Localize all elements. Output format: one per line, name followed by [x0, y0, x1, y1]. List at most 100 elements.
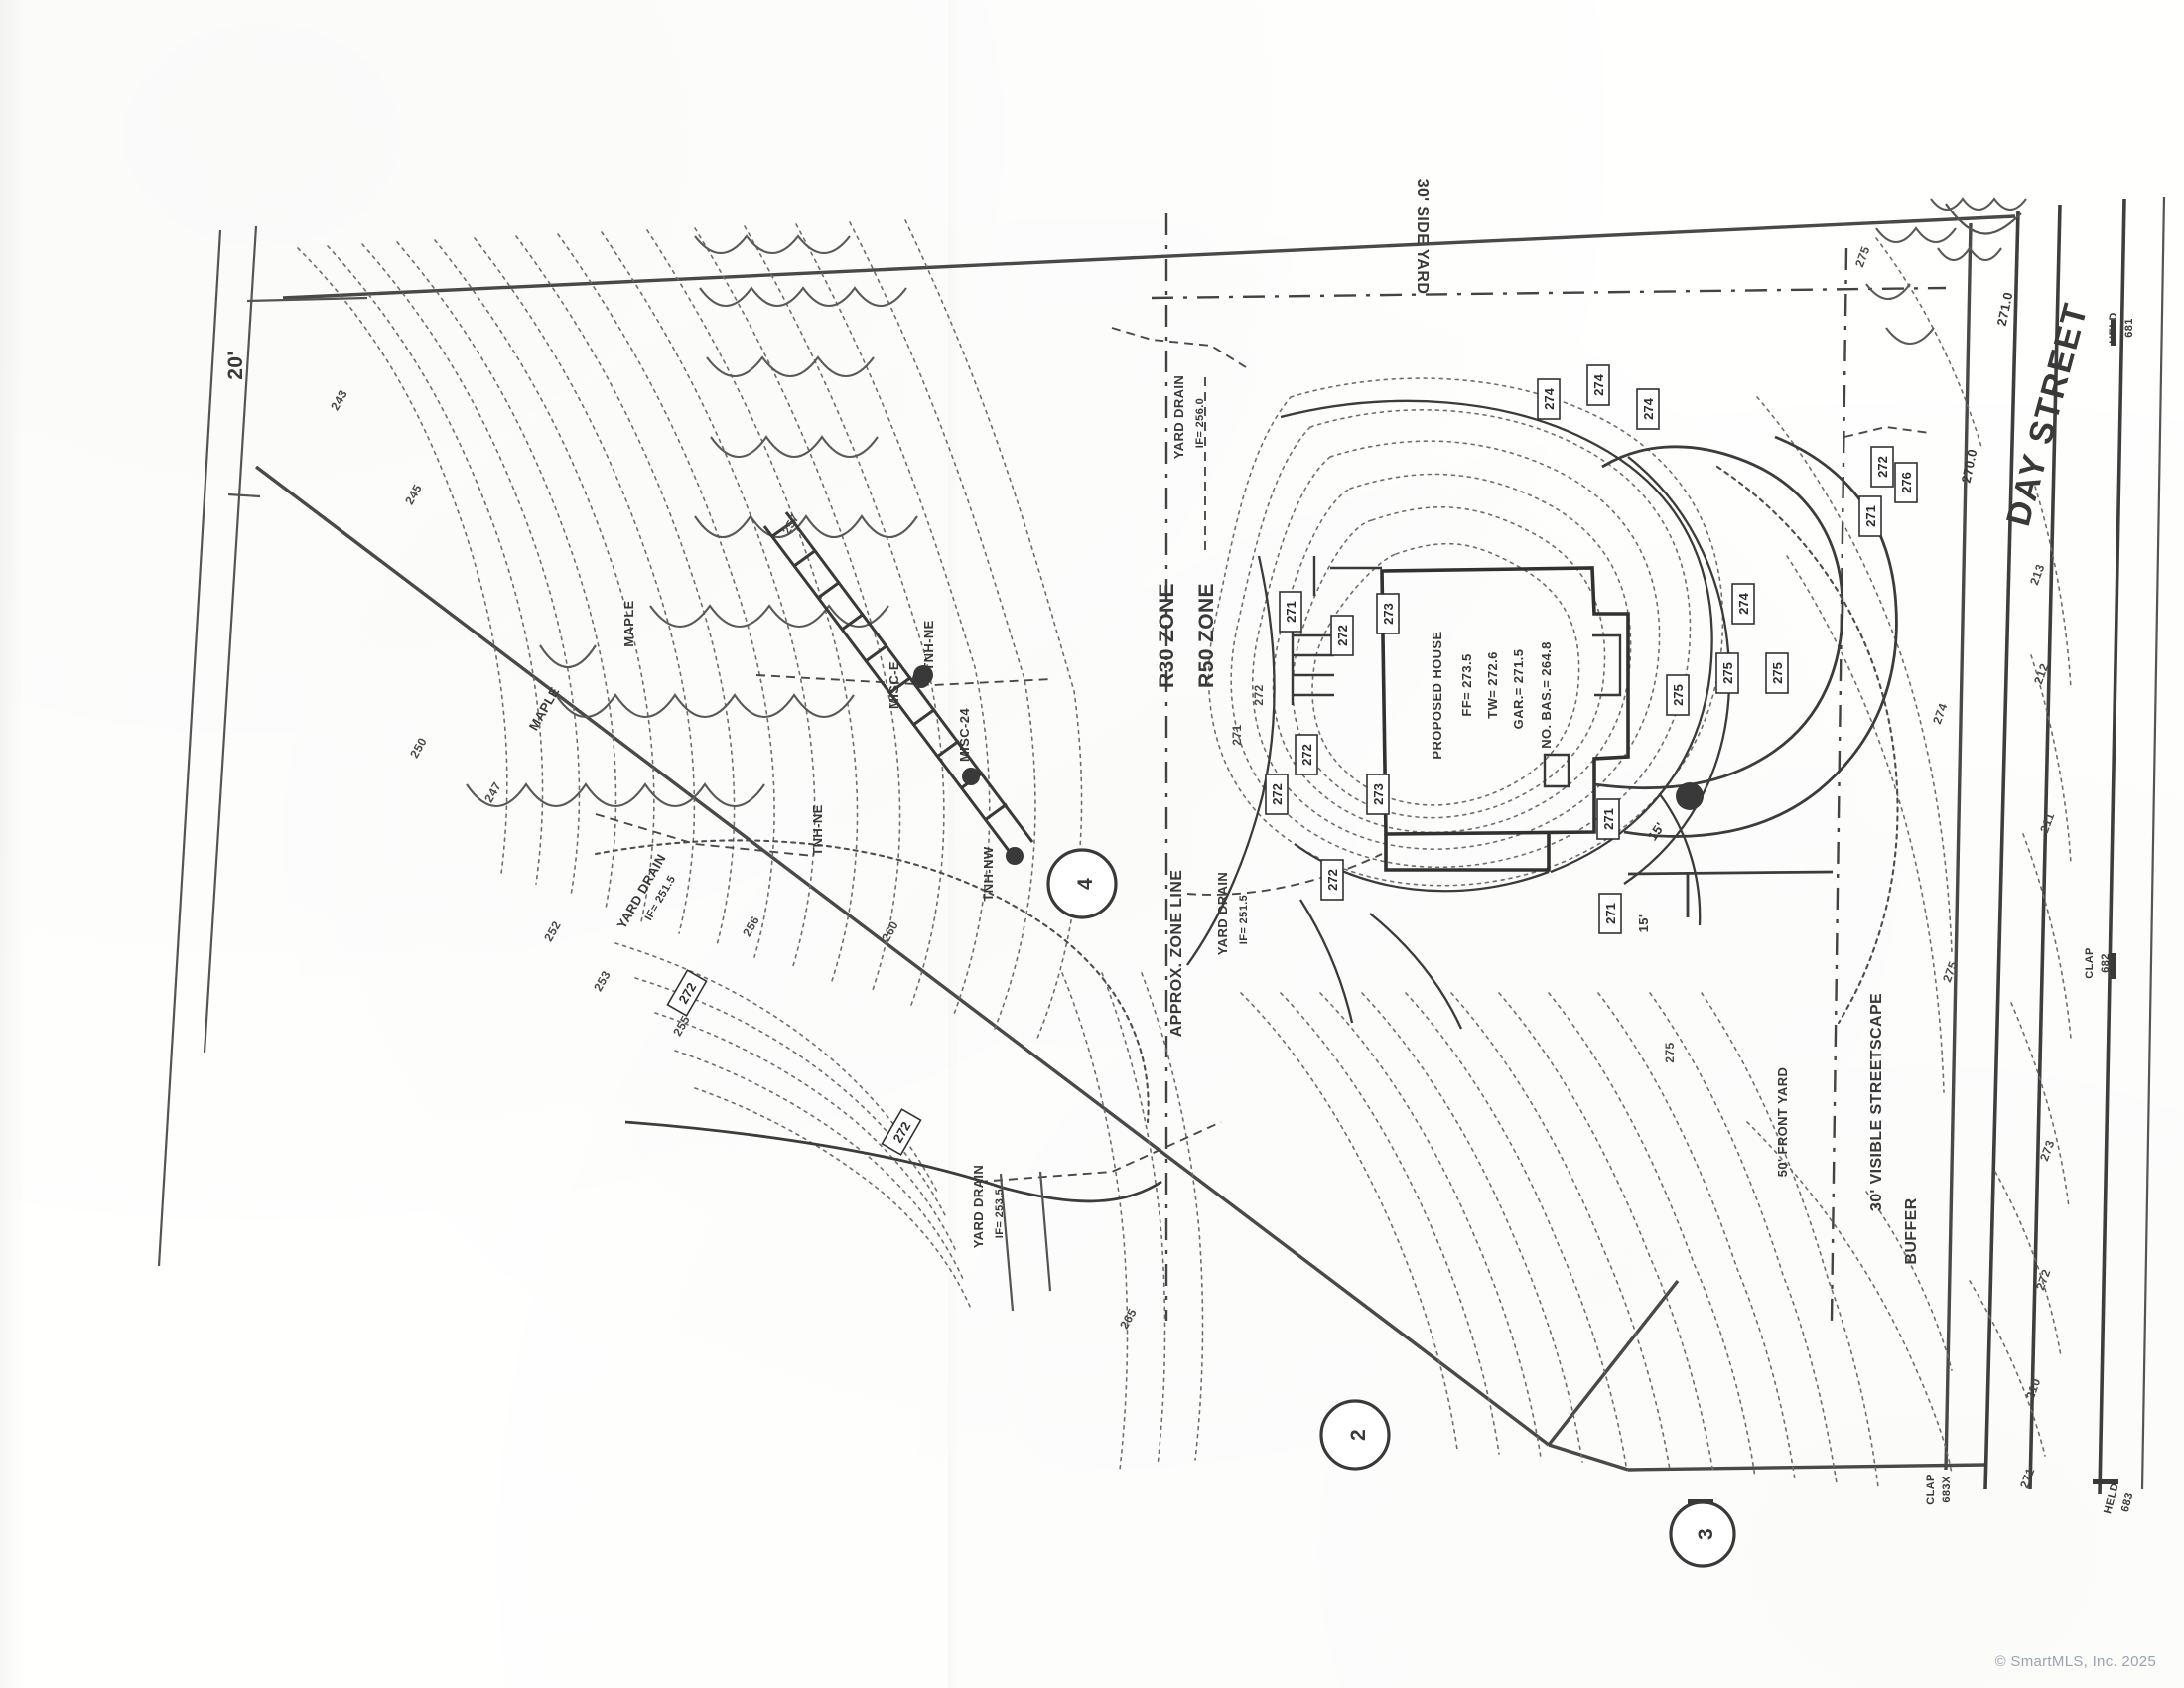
spot-elev: 271 — [1603, 903, 1618, 924]
tree-label-maple-2: MAPLE — [526, 684, 563, 733]
day-street-roadway — [1945, 196, 2166, 1495]
spot-elev: 275 — [1770, 662, 1785, 684]
yard-drain-callout-1: YARD DRAIN IF= 251.5 — [1215, 872, 1250, 955]
spot-elev: 275 — [1671, 684, 1686, 706]
monument-held-683: HELD 683 — [2102, 1481, 2135, 1515]
proposed-house-footprint — [1291, 435, 1898, 917]
building-spec-tw: TW= 272.6 — [1485, 651, 1500, 719]
grading-limit-arc — [594, 465, 1899, 1124]
contour-label: 211 — [2037, 811, 2057, 835]
yard-drain-invert: IF= 253.5 — [994, 1189, 1006, 1238]
spot-elevation-markers: 271 272 272 272 272 273 273 274 274 274 … — [666, 364, 1918, 1156]
monument-label: CLAP — [1925, 1474, 1937, 1505]
spot-elev: 274 — [1542, 387, 1557, 409]
monument-id: 681 — [2123, 318, 2135, 338]
contour-lines — [297, 219, 2072, 1488]
contour-label: 274 — [1930, 701, 1950, 726]
spot-elev: 272 — [1875, 456, 1890, 478]
lot-number-4: 4 — [1046, 848, 1118, 919]
tree-label-maple-1: MAPLE — [621, 600, 636, 647]
contour-label: 255 — [670, 1013, 693, 1038]
contour-label: 256 — [740, 914, 762, 938]
contour-label: 243 — [328, 387, 350, 412]
tree-label-misc-e: MISC-E — [887, 661, 901, 709]
zone-label-r30: R30 ZONE — [1156, 583, 1178, 688]
tree-canopy-line — [466, 197, 2027, 808]
dimension-270: 270.0 — [1959, 448, 1980, 485]
contour-label: 275 — [1852, 244, 1872, 269]
spot-elev: 271 — [1284, 601, 1298, 623]
copyright-watermark: © SmartMLS, Inc. 2025 — [1994, 1653, 2156, 1670]
monument-clap-682: CLAP 682 — [2084, 947, 2112, 979]
lot-number-label: 3 — [1695, 1528, 1717, 1540]
setback-front-yard-label: 50' FRONT YARD — [1775, 1067, 1790, 1178]
tree-label-misc-24: MISC-24 — [957, 708, 972, 762]
contour-label: 275 — [1663, 1042, 1677, 1062]
spot-elev: 272 — [1270, 783, 1285, 805]
monument-id: 683X — [1941, 1476, 1953, 1503]
contour-label: 245 — [402, 482, 425, 506]
dimension-15b: 15' — [1636, 914, 1651, 933]
lot-number-3: 3 — [1669, 1500, 1736, 1568]
zone-label-r50: R50 ZONE — [1195, 583, 1218, 688]
setback-lines — [1151, 213, 1947, 1322]
setback-side-yard-label: 30' SIDE YARD — [1414, 179, 1431, 295]
spot-elev: 274 — [1641, 397, 1656, 419]
spot-elev: 275 — [1720, 662, 1735, 684]
contour-label: 271 — [1230, 724, 1244, 745]
driveway — [624, 1120, 1162, 1312]
contour-label: 272 — [2033, 1267, 2053, 1292]
contour-label: 213 — [2027, 562, 2047, 587]
monument-label: CLAP — [2084, 947, 2096, 979]
yard-drain-callout-3: YARD DRAIN IF= 256.0 — [1171, 375, 1206, 459]
contour-label: 275 — [1940, 959, 1960, 984]
monument-marks — [913, 320, 2118, 1504]
building-spec-bas: NO. BAS.= 264.8 — [1539, 641, 1554, 749]
yard-drain-callout-2: YARD DRAIN IF= 253.5 — [971, 1165, 1006, 1248]
monument-clap-683x: CLAP 683X — [1925, 1474, 1953, 1505]
contour-label: 273 — [2037, 1138, 2057, 1163]
lot-number-label: 4 — [1074, 878, 1097, 890]
spot-elev: 271 — [1601, 808, 1616, 830]
contour-label: 253 — [591, 968, 614, 993]
spot-elev: 271 — [1863, 505, 1878, 527]
monument-id: 682 — [2100, 953, 2112, 973]
spot-elev: 273 — [1381, 603, 1396, 625]
tree-label-tnh-ne-1: TNH-NE — [810, 804, 825, 856]
contour-label: 272 — [1252, 684, 1266, 705]
contour-label: 250 — [407, 735, 430, 760]
monument-id: 683 — [2119, 1491, 2136, 1513]
spot-elev: 273 — [1371, 783, 1386, 805]
contour-label: 210 — [2023, 1376, 2043, 1401]
yard-drain-invert: IF= 251.5 — [1238, 895, 1250, 944]
contour-label: 252 — [541, 918, 564, 943]
yard-drain-callout-4: YARD DRAIN IF= 251.5 — [614, 851, 679, 931]
tree-label-tnh-nw: TNH-NW — [981, 846, 996, 901]
yard-drain-invert: IF= 256.0 — [1194, 398, 1206, 448]
yard-drain-label: YARD DRAIN — [971, 1165, 986, 1248]
streetscape-buffer-label: 30' VISIBLE STREETSCAPE — [1868, 993, 1885, 1211]
contour-label: 271 — [2017, 1466, 2037, 1490]
building-spec-ff: FF= 273.5 — [1459, 653, 1474, 716]
tree-label-tnh-ne-2: TNH-NE — [921, 620, 936, 671]
utility-lines — [595, 327, 1931, 1183]
contour-label: 265 — [1117, 1306, 1140, 1331]
dimension-271: 271.0 — [1994, 291, 2016, 328]
contour-label: 212 — [2031, 661, 2051, 686]
property-boundary — [157, 214, 2016, 1472]
contour-label: 247 — [481, 779, 504, 804]
spot-elev: 272 — [1335, 625, 1350, 646]
spot-elev: 274 — [1736, 592, 1751, 614]
lot-number-label: 2 — [1347, 1429, 1370, 1441]
streetscape-buffer-label2: BUFFER — [1903, 1197, 1920, 1264]
spot-elev: 274 — [1591, 373, 1606, 395]
lot-number-2: 2 — [1319, 1399, 1391, 1471]
yard-drain-label: YARD DRAIN — [1171, 375, 1186, 459]
proposed-house-title: PROPOSED HOUSE — [1430, 631, 1444, 759]
dimension-15a: 15' — [1645, 819, 1668, 843]
spot-elev: 276 — [1899, 472, 1914, 493]
monument-held-681: HELD 681 — [2108, 312, 2135, 344]
contour-label: 257 — [779, 511, 802, 536]
